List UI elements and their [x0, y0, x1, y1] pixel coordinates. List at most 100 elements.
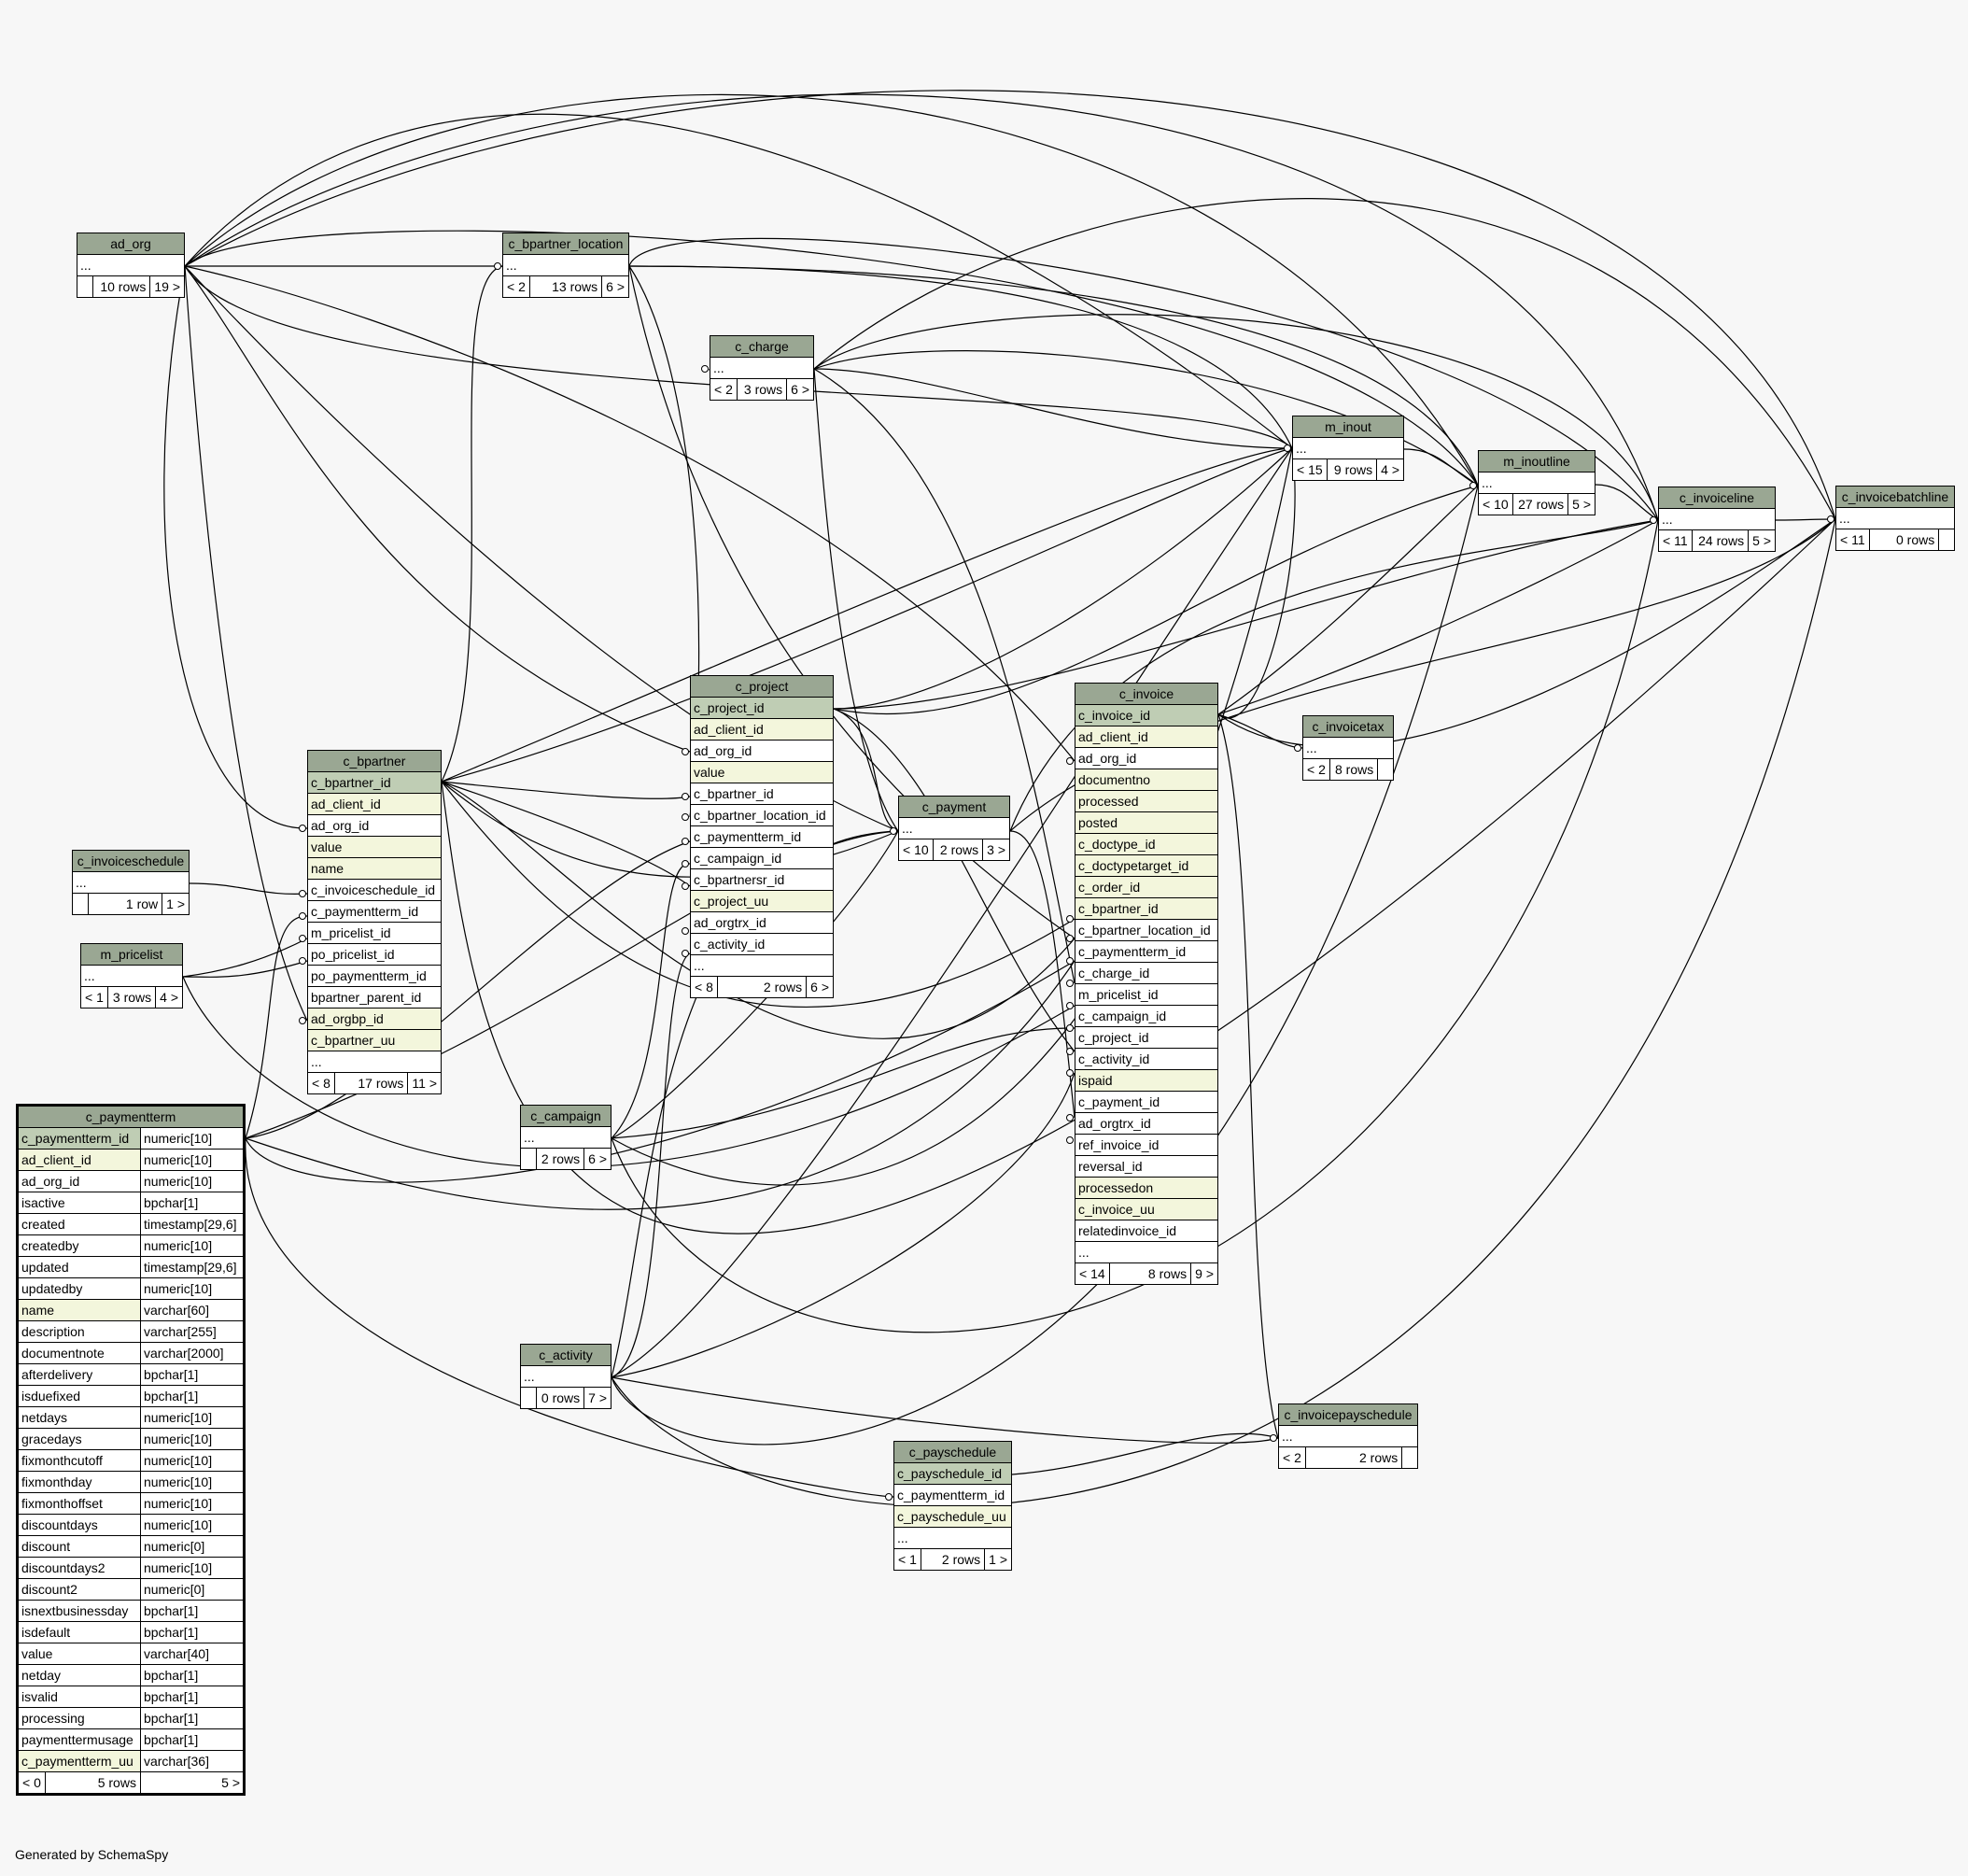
column-name[interactable]: discount2	[17, 1578, 141, 1601]
parents-count[interactable]	[521, 1149, 537, 1169]
column-cell[interactable]: m_pricelist_id	[307, 922, 442, 944]
column-name[interactable]: c_paymentterm_id	[17, 1127, 141, 1150]
table-header[interactable]: c_bpartner	[307, 750, 442, 772]
column-name[interactable]: discount	[17, 1535, 141, 1558]
column-cell[interactable]: processed	[1075, 790, 1218, 812]
row-count[interactable]: 3 rows	[108, 987, 157, 1008]
column-cell[interactable]: ad_orgbp_id	[307, 1008, 442, 1030]
column-name[interactable]: isvalid	[17, 1686, 141, 1708]
table-header[interactable]: ad_org	[77, 233, 185, 255]
row-count[interactable]: 9 rows	[1328, 459, 1378, 480]
column-cell[interactable]: c_paymentterm_id	[893, 1484, 1012, 1506]
column-cell[interactable]: c_activity_id	[690, 933, 834, 955]
column-cell[interactable]: ad_org_id	[1075, 747, 1218, 769]
parents-count[interactable]: < 2	[710, 379, 738, 400]
column-name[interactable]: processing	[17, 1707, 141, 1729]
row-count[interactable]: 27 rows	[1513, 494, 1569, 515]
column-cell[interactable]: ...	[690, 954, 834, 977]
children-count[interactable]: 6 >	[588, 1151, 607, 1166]
table-header[interactable]: m_inoutline	[1478, 450, 1595, 473]
column-name[interactable]: name	[17, 1299, 141, 1321]
column-cell[interactable]: c_bpartner_location_id	[690, 804, 834, 826]
children-count[interactable]: 6 >	[791, 382, 809, 397]
row-count[interactable]: 8 rows	[1330, 759, 1379, 780]
table-header[interactable]: c_campaign	[520, 1105, 611, 1127]
column-cell[interactable]: c_bpartner_uu	[307, 1029, 442, 1051]
column-cell[interactable]: ref_invoice_id	[1075, 1134, 1218, 1156]
column-cell[interactable]: c_bpartner_id	[1075, 897, 1218, 920]
children-count[interactable]	[1939, 529, 1954, 550]
column-name[interactable]: afterdelivery	[17, 1363, 141, 1386]
column-name[interactable]: value	[17, 1643, 141, 1665]
column-cell[interactable]: m_pricelist_id	[1075, 983, 1218, 1006]
column-name[interactable]: fixmonthcutoff	[17, 1449, 141, 1472]
table-header[interactable]: c_invoicetax	[1302, 715, 1394, 738]
column-name[interactable]: netday	[17, 1664, 141, 1686]
column-cell[interactable]: c_payschedule_id	[893, 1462, 1012, 1485]
column-cell[interactable]: ...	[1075, 1241, 1218, 1263]
column-cell[interactable]: c_campaign_id	[690, 847, 834, 869]
column-cell[interactable]: c_bpartner_location_id	[1075, 919, 1218, 941]
column-name[interactable]: isnextbusinessday	[17, 1600, 141, 1622]
column-name[interactable]: fixmonthoffset	[17, 1492, 141, 1515]
column-cell[interactable]: c_project_id	[690, 697, 834, 719]
column-cell[interactable]: ad_org_id	[307, 814, 442, 837]
row-count[interactable]: 2 rows	[1306, 1447, 1403, 1468]
column-cell[interactable]: ...	[80, 965, 183, 987]
column-cell[interactable]: c_doctype_id	[1075, 833, 1218, 855]
column-cell[interactable]: ...	[72, 871, 190, 894]
parents-count[interactable]: < 2	[1279, 1447, 1306, 1468]
column-name[interactable]: c_paymentterm_uu	[17, 1750, 141, 1772]
column-cell[interactable]: ...	[1292, 437, 1404, 459]
table-header[interactable]: c_invoice	[1075, 683, 1218, 705]
column-cell[interactable]: ...	[1278, 1425, 1418, 1447]
children-count[interactable]: 5 >	[1752, 533, 1771, 548]
column-cell[interactable]: ad_client_id	[690, 718, 834, 741]
column-cell[interactable]: ...	[898, 817, 1010, 839]
parents-count[interactable]: < 15	[1293, 459, 1328, 480]
column-name[interactable]: gracedays	[17, 1428, 141, 1450]
column-name[interactable]: paymenttermusage	[17, 1728, 141, 1751]
column-cell[interactable]: c_paymentterm_id	[307, 900, 442, 923]
row-count[interactable]: 2 rows	[537, 1149, 585, 1169]
column-cell[interactable]: processedon	[1075, 1177, 1218, 1199]
children-count[interactable]: 1 >	[989, 1552, 1007, 1567]
column-cell[interactable]: c_invoice_id	[1075, 704, 1218, 726]
column-cell[interactable]: c_invoiceschedule_id	[307, 879, 442, 901]
children-count[interactable]	[1378, 759, 1393, 780]
row-count[interactable]: 24 rows	[1693, 530, 1750, 551]
parents-count[interactable]: < 2	[503, 276, 530, 297]
row-count[interactable]: 13 rows	[530, 276, 603, 297]
table-header[interactable]: c_invoicebatchline	[1835, 486, 1955, 508]
parents-count[interactable]: < 10	[899, 839, 934, 860]
children-count[interactable]: 4 >	[160, 990, 178, 1005]
children-count[interactable]: 6 >	[810, 980, 829, 994]
column-cell[interactable]: c_invoice_uu	[1075, 1198, 1218, 1220]
column-name[interactable]: discountdays2	[17, 1557, 141, 1579]
column-cell[interactable]: ad_client_id	[1075, 726, 1218, 748]
column-cell[interactable]: c_paymentterm_id	[1075, 940, 1218, 963]
column-cell[interactable]: posted	[1075, 811, 1218, 834]
column-cell[interactable]: c_project_id	[1075, 1026, 1218, 1049]
column-cell[interactable]: ad_client_id	[307, 793, 442, 815]
column-cell[interactable]: ...	[710, 357, 814, 379]
parents-count[interactable]: < 10	[1479, 494, 1513, 515]
column-cell[interactable]: documentno	[1075, 769, 1218, 791]
column-cell[interactable]: ...	[1835, 507, 1955, 529]
row-count[interactable]: 2 rows	[921, 1549, 986, 1570]
children-count[interactable]	[1402, 1447, 1417, 1468]
row-count[interactable]: 17 rows	[335, 1073, 409, 1093]
table-header[interactable]: c_activity	[520, 1344, 611, 1366]
column-cell[interactable]: ad_org_id	[690, 740, 834, 762]
